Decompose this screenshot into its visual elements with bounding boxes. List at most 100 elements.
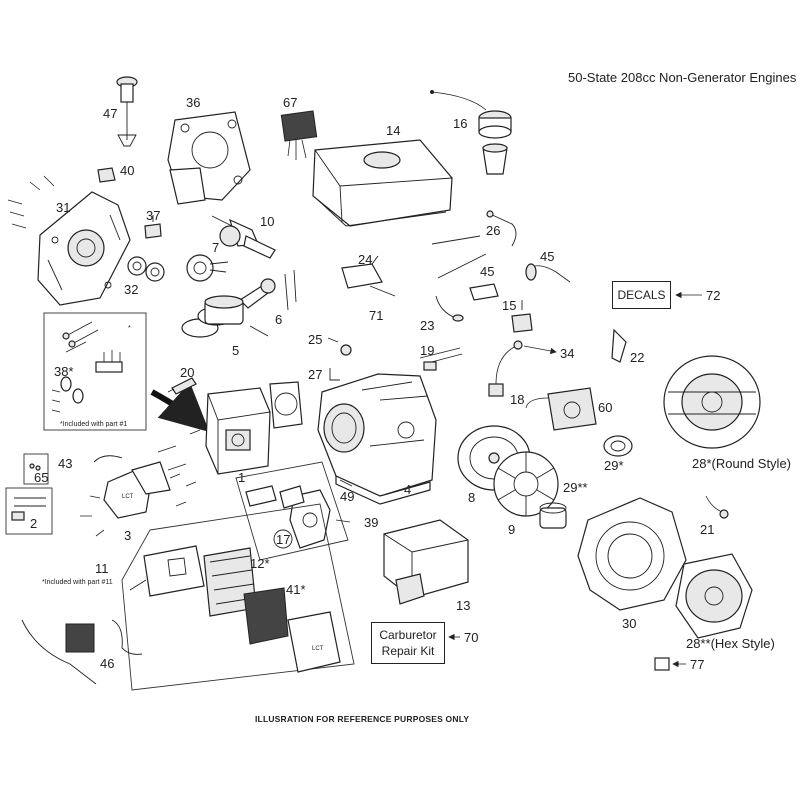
- part-49-bolt: [339, 479, 353, 487]
- part-1-cylinder-head: [157, 387, 271, 487]
- part-19-wire-harness: [419, 347, 463, 371]
- inset-11-note: *Included with part #11: [42, 579, 113, 586]
- label-29-hex: 29**: [563, 480, 588, 495]
- part-15-valve: [511, 300, 533, 333]
- part-46-fuel-line: [21, 619, 143, 685]
- part-34-wire: [495, 340, 557, 385]
- label-38: 38*: [54, 364, 74, 379]
- part-67-wire-connector: [280, 110, 318, 160]
- valve-cover-logo: LCT: [122, 494, 134, 500]
- label-47: 47: [103, 106, 117, 121]
- label-20: 20: [180, 365, 194, 380]
- part-38-valve-hardware: [51, 321, 123, 413]
- decals-kit-box: DECALS: [612, 281, 671, 309]
- label-23: 23: [420, 318, 434, 333]
- label-49: 49: [340, 489, 354, 504]
- label-70: 70: [464, 630, 478, 645]
- label-41: 41*: [286, 582, 306, 597]
- part-24-governor: [341, 255, 396, 297]
- part-14-fuel-tank: [312, 139, 453, 227]
- label-2: 2: [30, 516, 37, 531]
- label-34: 34: [560, 346, 574, 361]
- part-41-pre-filter: [243, 587, 289, 645]
- label-36: 36: [186, 95, 200, 110]
- part-22-bracket: [611, 328, 627, 363]
- part-2-studs: [11, 497, 46, 521]
- part-28-recoil-starter-round: [663, 355, 761, 449]
- label-28-hex: 28**(Hex Style): [686, 636, 775, 651]
- label-18: 18: [510, 392, 524, 407]
- filter-cover-logo: LCT: [312, 646, 324, 652]
- label-39: 39: [364, 515, 378, 530]
- label-45-left: 45: [480, 264, 494, 279]
- label-15: 15: [502, 298, 516, 313]
- label-17: 17: [276, 532, 290, 547]
- part-31-crankcase-cover: [7, 175, 131, 306]
- part-10-crankshaft: [211, 215, 276, 259]
- label-19: 19: [420, 343, 434, 358]
- label-7: 7: [212, 240, 219, 255]
- part-28-recoil-starter-hex: [675, 553, 753, 639]
- part-11-air-filter-base: [129, 545, 205, 597]
- label-21: 21: [700, 522, 714, 537]
- part-9-cooling-fan: [493, 451, 559, 517]
- part-29-pulley-b: [603, 435, 633, 457]
- part-47-dipstick: [116, 76, 138, 147]
- part-16-fuel-cap: [430, 90, 512, 175]
- part-filter-cover: LCT: [287, 611, 341, 673]
- part-43-hose: [93, 455, 123, 463]
- inset-65-box: [23, 453, 49, 485]
- part-3-valve-cover: LCT: [80, 461, 187, 537]
- label-14: 14: [386, 123, 400, 138]
- label-22: 22: [630, 350, 644, 365]
- label-71: 71: [369, 308, 383, 323]
- label-8: 8: [468, 490, 475, 505]
- label-3: 3: [124, 528, 131, 543]
- part-head-gasket: [269, 381, 303, 429]
- label-1: 1: [238, 470, 245, 485]
- inset-2-box: [5, 487, 53, 535]
- label-45-right: 45: [540, 249, 554, 264]
- label-12: 12*: [250, 556, 270, 571]
- label-77: 77: [690, 657, 704, 672]
- label-28-round: 28*(Round Style): [692, 456, 791, 471]
- part-65-clips: [29, 463, 41, 471]
- inset-38-box: [43, 312, 147, 431]
- part-21-fastener: [705, 495, 729, 519]
- part-20-spark-plug: [167, 377, 197, 395]
- part-45-fuel-valve: [469, 263, 571, 301]
- part-27-bracket: [329, 368, 340, 381]
- label-40: 40: [120, 163, 134, 178]
- label-10: 10: [260, 214, 274, 229]
- part-29-pulley-a: [539, 502, 567, 529]
- part-37-sensor: [144, 215, 162, 239]
- footer-disclaimer: ILLUSRATION FOR REFERENCE PURPOSES ONLY: [255, 714, 470, 724]
- label-17-ring: [273, 529, 293, 549]
- part-4-engine-block: [317, 373, 437, 505]
- page-title: 50-State 208cc Non-Generator Engines: [568, 70, 797, 85]
- label-13: 13: [456, 598, 470, 613]
- label-72: 72: [706, 288, 720, 303]
- label-9: 9: [508, 522, 515, 537]
- label-24: 24: [358, 252, 372, 267]
- label-25: 25: [308, 332, 322, 347]
- part-26-fuel-line: [486, 210, 517, 247]
- inset-38-pointer: [150, 382, 210, 433]
- part-60-ignition-coil: [525, 387, 597, 431]
- part-throttle-rods: [431, 235, 487, 279]
- part-36-gasket: [167, 111, 251, 205]
- label-31: 31: [56, 200, 70, 215]
- part-40-plug: [97, 167, 116, 183]
- carburetor-kit-line1: Carburetor: [379, 628, 437, 642]
- label-27: 27: [308, 367, 322, 382]
- label-29-round: 29*: [604, 458, 624, 473]
- part-18-switch: [488, 383, 504, 397]
- label-43: 43: [58, 456, 72, 471]
- part-13-muffler: [383, 519, 469, 605]
- label-11: 11: [95, 561, 109, 576]
- part-77-decal-clip: [654, 657, 686, 671]
- label-32: 32: [124, 282, 138, 297]
- label-65: 65: [34, 470, 48, 485]
- inset-carburetor-box: [235, 461, 349, 561]
